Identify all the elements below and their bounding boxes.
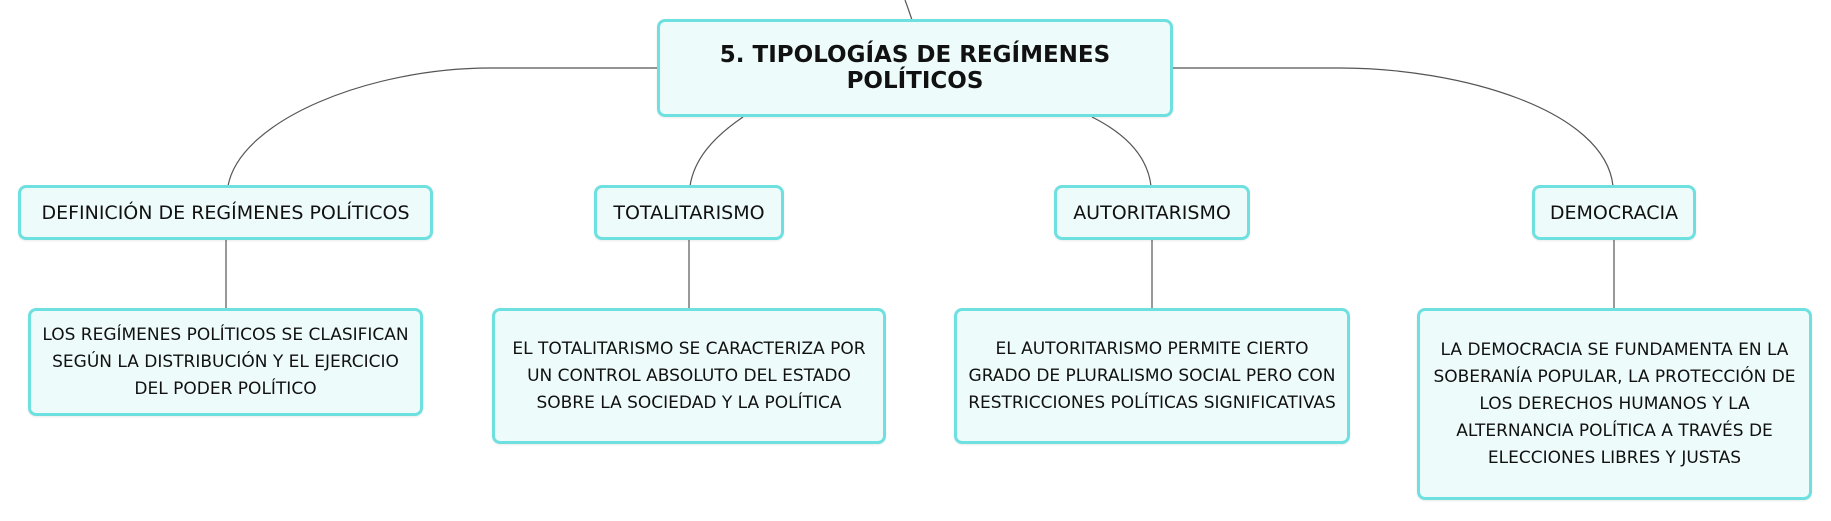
topic-label: TOTALITARISMO	[613, 201, 765, 224]
detail-text: EL AUTORITARISMO PERMITE CIERTO GRADO DE…	[968, 338, 1336, 413]
topic-label: DEFINICIÓN DE REGÍMENES POLÍTICOS	[41, 201, 410, 224]
topic-autoritarismo[interactable]: AUTORITARISMO	[1054, 185, 1250, 240]
detail-text: EL TOTALITARISMO SE CARACTERIZA POR UN C…	[512, 338, 866, 413]
detail-autoritarismo[interactable]: EL AUTORITARISMO PERMITE CIERTO GRADO DE…	[954, 308, 1350, 444]
connector-to-parent	[904, 0, 913, 21]
connector-root-to-definicion	[227, 67, 657, 187]
connector-root-to-democracia	[1172, 67, 1614, 187]
connector-root-to-totalitarismo	[689, 116, 744, 187]
detail-text: LOS REGÍMENES POLÍTICOS SE CLASIFICAN SE…	[42, 324, 409, 399]
detail-text: LA DEMOCRACIA SE FUNDAMENTA EN LA SOBERA…	[1433, 339, 1796, 468]
topic-definicion[interactable]: DEFINICIÓN DE REGÍMENES POLÍTICOS	[18, 185, 433, 240]
detail-democracia[interactable]: LA DEMOCRACIA SE FUNDAMENTA EN LA SOBERA…	[1417, 308, 1812, 500]
detail-definicion[interactable]: LOS REGÍMENES POLÍTICOS SE CLASIFICAN SE…	[28, 308, 423, 416]
root-topic-label: 5. TIPOLOGÍAS DE REGÍMENES POLÍTICOS	[719, 42, 1111, 94]
detail-totalitarismo[interactable]: EL TOTALITARISMO SE CARACTERIZA POR UN C…	[492, 308, 886, 444]
topic-label: DEMOCRACIA	[1549, 201, 1679, 224]
topic-totalitarismo[interactable]: TOTALITARISMO	[594, 185, 784, 240]
topic-democracia[interactable]: DEMOCRACIA	[1532, 185, 1696, 240]
topic-label: AUTORITARISMO	[1073, 201, 1231, 224]
root-topic[interactable]: 5. TIPOLOGÍAS DE REGÍMENES POLÍTICOS	[657, 19, 1173, 117]
connector-root-to-autoritarismo	[1091, 116, 1152, 187]
